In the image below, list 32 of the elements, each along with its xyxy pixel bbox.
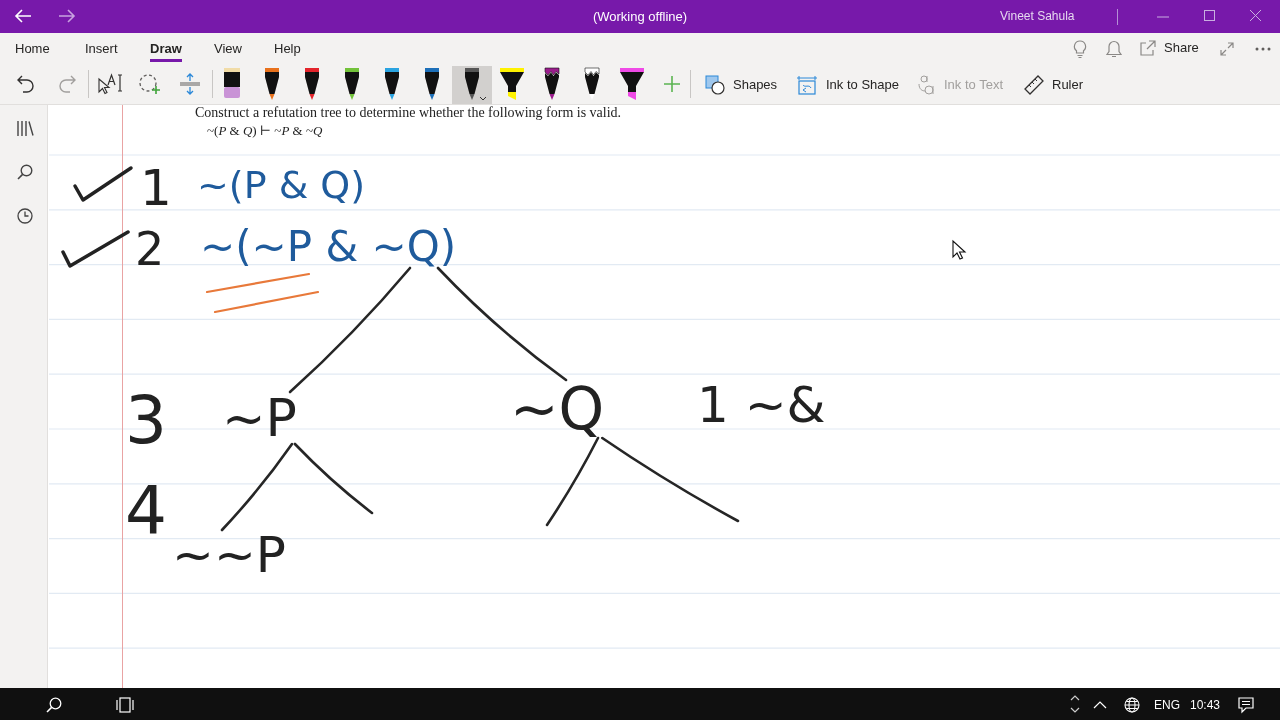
branch-line [293, 442, 374, 515]
formula-text: ~(P & Q) ⊢ ~P & ~Q [207, 123, 323, 138]
line-number: 2 [135, 226, 165, 272]
share-label: Share [1164, 40, 1199, 56]
handwritten-formula: ~Q [510, 380, 605, 438]
tab-label: Insert [85, 41, 118, 57]
handwritten-formula: ~(P & Q) [197, 166, 366, 204]
tab-label: Home [15, 41, 50, 57]
line-number: 3 [125, 388, 167, 454]
selected-ribbon-tab: Draw [150, 41, 182, 62]
line-number: 1 [140, 163, 172, 213]
handwritten-formula: ~~P [172, 530, 286, 580]
clock-time: 10:43 [1190, 698, 1221, 712]
instruction-text: Construct a refutation tree to determine whether the following form is valid. [195, 105, 622, 121]
justification-text: 1 ~& [697, 380, 826, 430]
branch-line [220, 442, 294, 532]
branch-line [288, 266, 412, 394]
branch-line [545, 436, 600, 527]
ruler-label: Ruler [1052, 77, 1084, 93]
branch-line [600, 436, 740, 523]
branch-line [436, 266, 568, 382]
shapes-label: Shapes [733, 77, 778, 93]
window-title: (Working offline) [592, 9, 688, 24]
ink-to-shape-label: Ink to Shape [826, 77, 899, 93]
tab-label: Help [274, 41, 301, 57]
line-number: 4 [125, 478, 167, 544]
user-name: Vineet Sahula [1000, 9, 1075, 23]
ink-to-text-label: Ink to Text [944, 77, 1003, 93]
handwritten-formula: ~P [222, 392, 297, 444]
handwritten-formula: ~(~P & ~Q) [200, 226, 457, 268]
language-indicator: ENG [1154, 698, 1180, 712]
tab-label: View [214, 41, 242, 57]
